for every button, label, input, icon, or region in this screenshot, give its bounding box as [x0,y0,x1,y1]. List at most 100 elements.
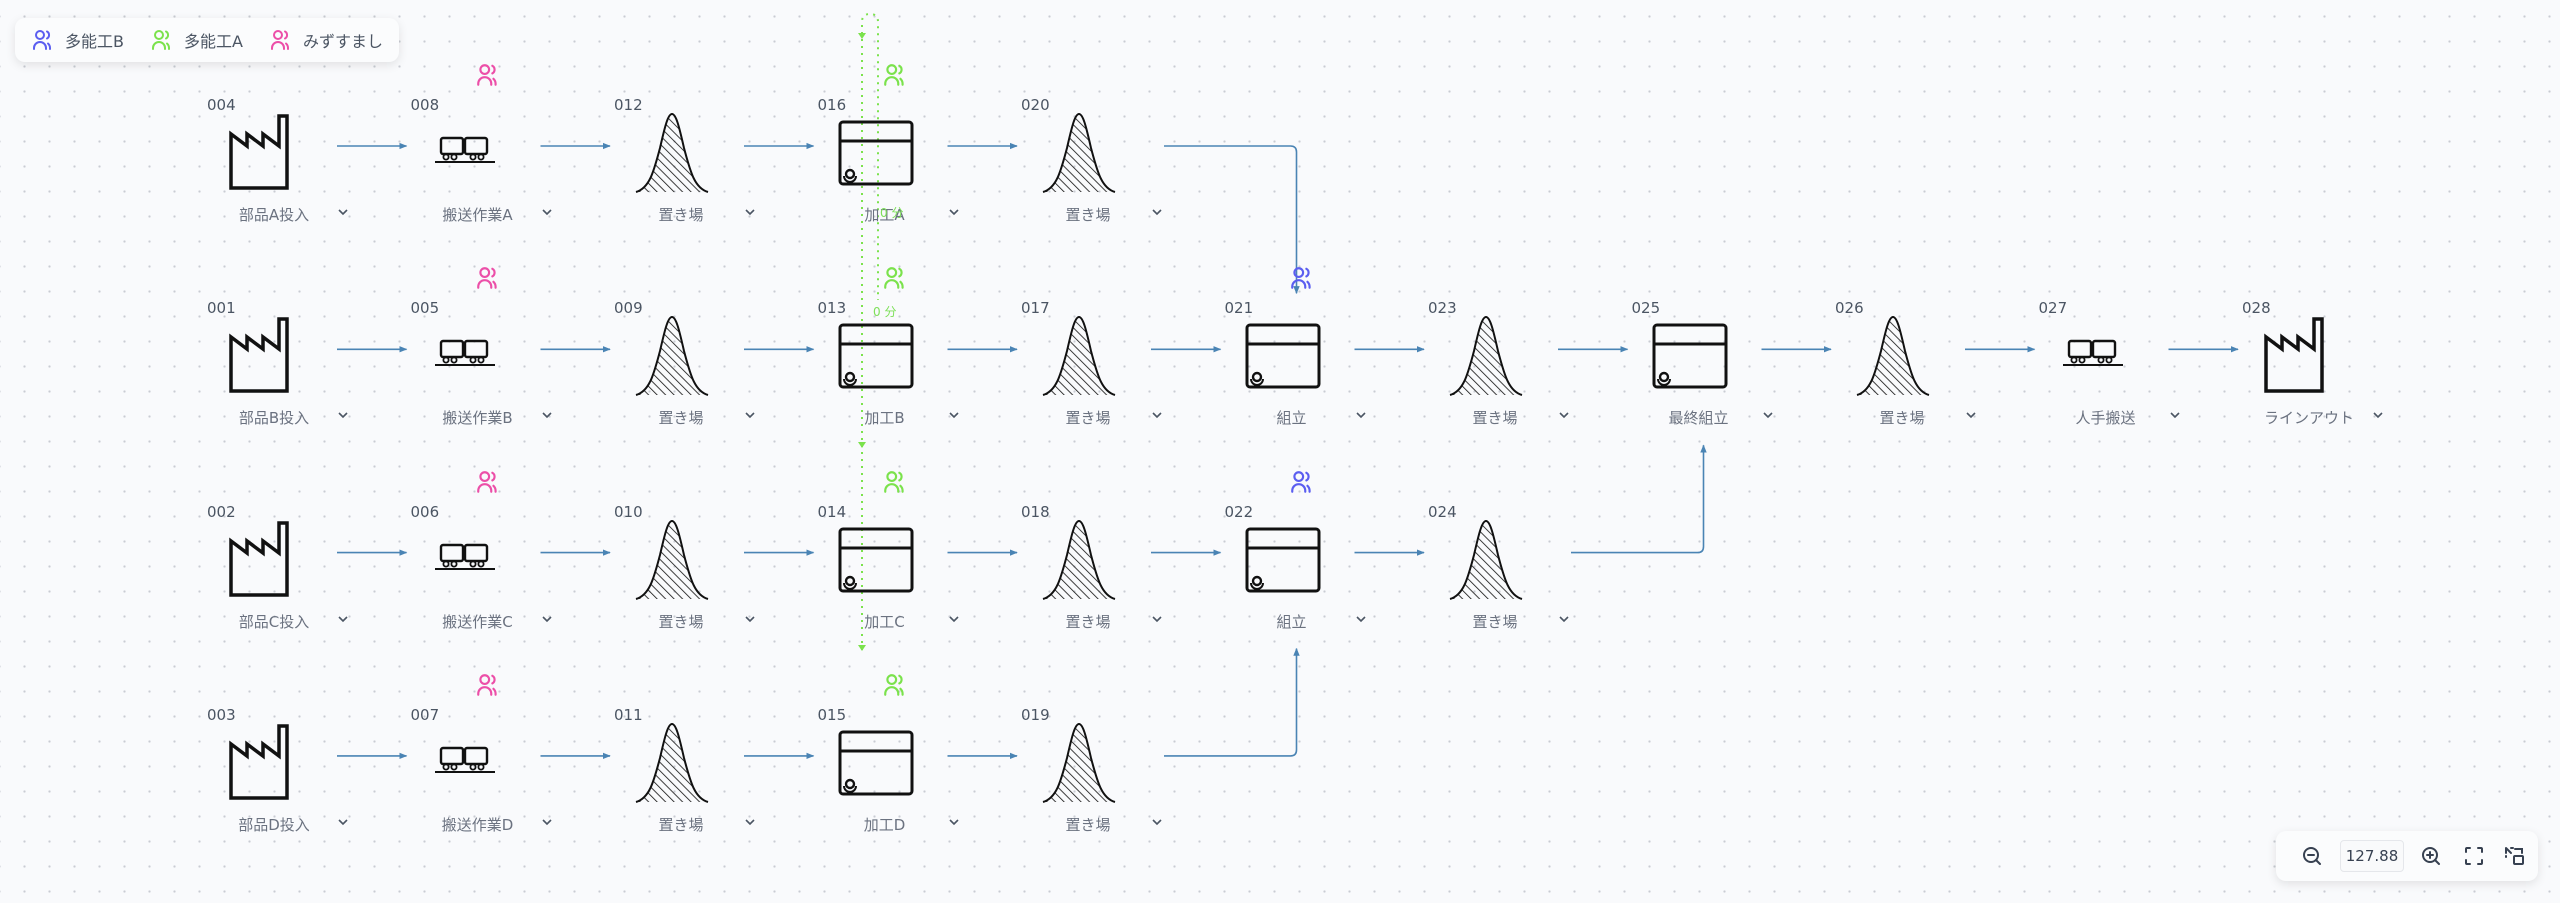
fit-screen-button[interactable] [2462,844,2486,868]
node-menu-chevron[interactable] [335,407,351,423]
node-icon[interactable] [1243,317,1323,401]
node-menu-chevron[interactable] [2167,407,2183,423]
edge-024-025[interactable] [1571,444,1707,554]
node-menu-chevron[interactable] [1353,611,1369,627]
node-menu-chevron[interactable] [946,407,962,423]
node-menu-chevron[interactable] [335,814,351,830]
node-icon[interactable] [836,521,916,605]
edge-019-022[interactable] [1164,647,1300,757]
node-menu-chevron[interactable] [1556,611,1572,627]
zoom-in-button[interactable] [2419,844,2443,868]
node-menu-chevron[interactable] [1556,407,1572,423]
node-icon[interactable] [1853,311,1933,405]
node-menu-chevron[interactable] [742,407,758,423]
worker-badge[interactable] [1289,469,1315,495]
node-menu-chevron[interactable] [1760,407,1776,423]
node-menu-chevron[interactable] [742,204,758,220]
node-menu-chevron[interactable] [946,611,962,627]
zoom-level[interactable]: 127.88 [2340,840,2404,872]
worker-badge[interactable] [882,469,908,495]
node-menu-chevron[interactable] [335,611,351,627]
node-menu-chevron[interactable] [742,814,758,830]
node-icon[interactable] [1039,108,1119,202]
node-menu-chevron[interactable] [946,204,962,220]
node-menu-chevron[interactable] [1149,407,1165,423]
node-icon[interactable] [225,315,305,399]
node-menu-chevron[interactable] [2370,407,2386,423]
node-menu-chevron[interactable] [539,814,555,830]
node-menu-chevron[interactable] [539,611,555,627]
node-menu-chevron[interactable] [1353,407,1369,423]
node-icon[interactable] [1039,718,1119,812]
node-icon[interactable] [1243,521,1323,605]
node-menu-chevron[interactable] [1963,407,1979,423]
auto-layout-button[interactable] [2502,844,2526,868]
node-menu-chevron[interactable] [742,611,758,627]
node-icon[interactable] [225,112,305,196]
worker-badge[interactable] [1289,265,1315,291]
zoom-out-button[interactable] [2300,844,2324,868]
node-icon[interactable] [225,519,305,603]
edge-020-021[interactable] [1164,145,1300,295]
node-icon[interactable] [836,114,916,198]
worker-badge[interactable] [882,265,908,291]
node-icon[interactable] [429,521,509,605]
node-icon[interactable] [2057,317,2137,401]
node-icon[interactable] [2260,315,2340,399]
node-icon[interactable] [1446,311,1526,405]
node-menu-chevron[interactable] [1149,611,1165,627]
node-menu-chevron[interactable] [946,814,962,830]
node-icon[interactable] [1039,311,1119,405]
node-icon[interactable] [1039,515,1119,609]
node-icon[interactable] [429,114,509,198]
node-menu-chevron[interactable] [1149,204,1165,220]
node-icon[interactable] [1650,317,1730,401]
node-icon[interactable] [225,722,305,806]
node-icon[interactable] [632,108,712,202]
worker-badge[interactable] [475,265,501,291]
worker-badge[interactable] [475,62,501,88]
node-icon[interactable] [632,515,712,609]
node-icon[interactable] [632,311,712,405]
node-menu-chevron[interactable] [335,204,351,220]
node-icon[interactable] [429,724,509,808]
worker-badge[interactable] [882,672,908,698]
legend-item-mizusumashi[interactable]: みずすまし [269,28,383,52]
legend-item-multi-skill-b[interactable]: 多能工B [31,28,124,52]
node-icon[interactable] [836,724,916,808]
node-icon[interactable] [632,718,712,812]
node-icon[interactable] [836,317,916,401]
node-icon[interactable] [1446,515,1526,609]
worker-badge[interactable] [475,672,501,698]
node-menu-chevron[interactable] [539,204,555,220]
legend-item-multi-skill-a[interactable]: 多能工A [150,28,243,52]
